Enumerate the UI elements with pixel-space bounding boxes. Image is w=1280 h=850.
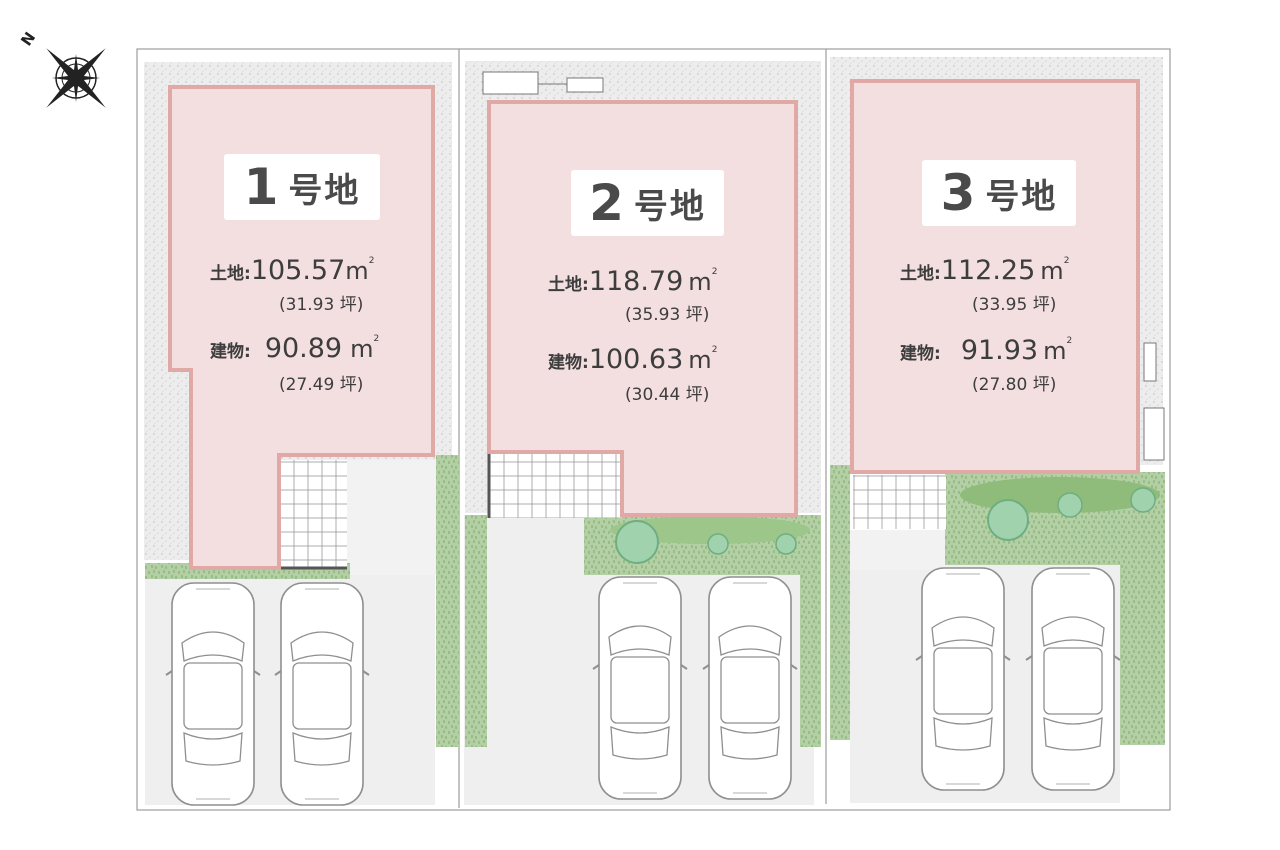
utility-box bbox=[482, 71, 539, 95]
utility-box bbox=[566, 77, 604, 93]
area-unit: m bbox=[1043, 337, 1067, 365]
area-unit-sup: 2 bbox=[1066, 336, 1073, 346]
lawn-strip bbox=[800, 515, 821, 747]
land-tsubo-lot-3: (33.95 坪) bbox=[972, 295, 1057, 315]
lawn-strip bbox=[436, 455, 459, 747]
lot-number: 3 bbox=[940, 164, 976, 222]
lot-suffix: 号地 bbox=[288, 170, 361, 211]
utility-box bbox=[1143, 407, 1165, 461]
tiled-porch-lot-3 bbox=[853, 475, 946, 529]
lawn-strip bbox=[830, 465, 850, 740]
lot-title-3: 3 号地 bbox=[922, 160, 1076, 226]
land-tsubo-lot-2: (35.93 坪) bbox=[625, 305, 710, 325]
tree-icon bbox=[1130, 487, 1156, 513]
building-tsubo-lot-2: (30.44 坪) bbox=[625, 385, 710, 405]
building-value: 100.63 bbox=[588, 344, 684, 375]
land-caption: 土地: bbox=[900, 264, 941, 284]
tree-icon bbox=[987, 499, 1029, 541]
area-unit-sup: 2 bbox=[373, 334, 380, 344]
car-icon bbox=[915, 567, 1011, 791]
tiled-porch-lot-2 bbox=[490, 452, 622, 518]
tree-icon bbox=[1057, 492, 1083, 518]
paving-lot-3 bbox=[850, 530, 950, 570]
lot-title-2: 2 号地 bbox=[571, 170, 724, 236]
lot-number: 2 bbox=[589, 174, 624, 232]
land-area-lot-1: 土地:105.57m2 bbox=[210, 255, 374, 286]
lot-suffix: 号地 bbox=[633, 186, 706, 227]
car-icon bbox=[165, 582, 261, 806]
area-unit-sup: 2 bbox=[711, 267, 718, 277]
car-icon bbox=[274, 582, 370, 806]
tree-icon bbox=[615, 520, 659, 564]
building-caption: 建物: bbox=[210, 342, 251, 362]
lot-number: 1 bbox=[243, 158, 279, 216]
parked-cars bbox=[165, 567, 1121, 806]
lot-title-1: 1 号地 bbox=[224, 154, 380, 220]
car-icon bbox=[702, 576, 798, 800]
tiled-porch-lot-1 bbox=[279, 460, 347, 568]
land-caption: 土地: bbox=[548, 275, 589, 295]
land-value: 118.79 bbox=[588, 266, 684, 297]
utility-box bbox=[1143, 342, 1157, 382]
area-unit-sup: 2 bbox=[711, 345, 718, 355]
area-unit-sup: 2 bbox=[1063, 256, 1070, 266]
tree-icon bbox=[707, 533, 729, 555]
building-value: 90.89 bbox=[264, 333, 343, 364]
area-unit-sup: 2 bbox=[368, 256, 375, 266]
land-caption: 土地: bbox=[210, 264, 251, 284]
building-tsubo-lot-1: (27.49 坪) bbox=[279, 375, 364, 395]
area-unit: m bbox=[345, 257, 369, 285]
lawn-strip bbox=[1120, 560, 1165, 745]
area-unit: m bbox=[1040, 257, 1064, 285]
paving-lot-1 bbox=[347, 460, 437, 575]
building-caption: 建物: bbox=[548, 353, 589, 373]
building-value: 91.93 bbox=[960, 335, 1039, 366]
land-value: 112.25 bbox=[940, 255, 1036, 286]
shrub-band bbox=[610, 516, 810, 544]
lawn-strip bbox=[465, 515, 487, 747]
building-tsubo-lot-3: (27.80 坪) bbox=[972, 375, 1057, 395]
area-unit: m bbox=[688, 268, 712, 296]
land-value: 105.57 bbox=[250, 255, 346, 286]
car-icon bbox=[592, 576, 688, 800]
land-tsubo-lot-1: (31.93 坪) bbox=[279, 295, 364, 315]
building-caption: 建物: bbox=[900, 344, 941, 364]
lot-suffix: 号地 bbox=[985, 176, 1058, 217]
car-icon bbox=[1025, 567, 1121, 791]
area-unit: m bbox=[688, 346, 712, 374]
compass-rose-icon bbox=[46, 48, 106, 108]
tree-icon bbox=[775, 533, 797, 555]
area-unit: m bbox=[350, 335, 374, 363]
